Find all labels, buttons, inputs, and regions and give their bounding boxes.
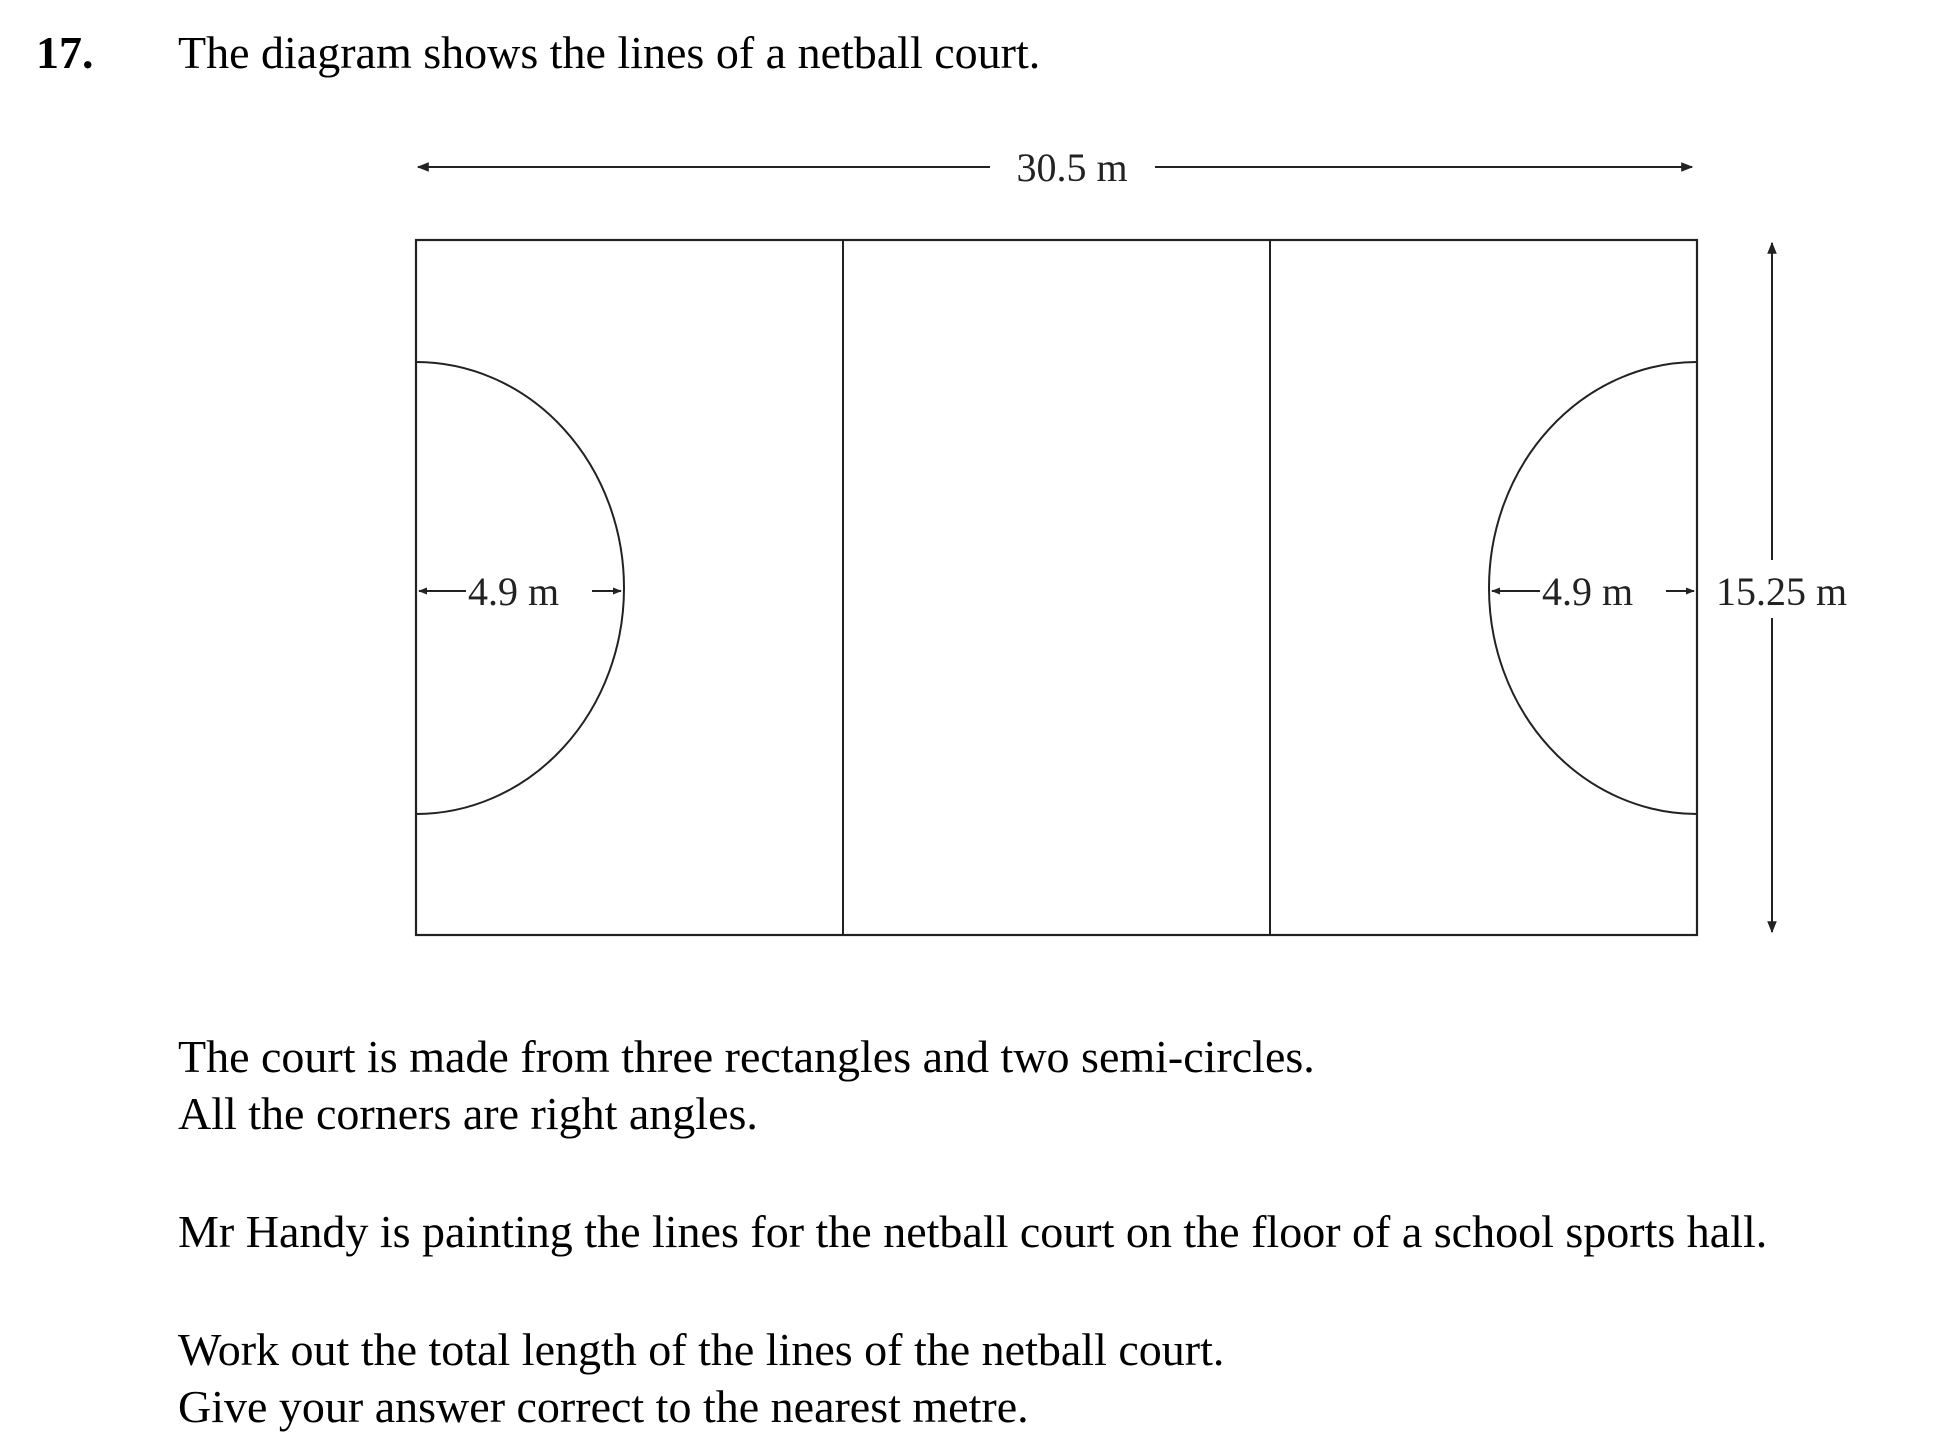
body-line-3: Mr Handy is painting the lines for the n…: [178, 1206, 1768, 1257]
left-semicircle: [415, 361, 625, 815]
length-dimension: 30.5 m: [416, 145, 1694, 190]
right-radius-label: 4.9 m: [1542, 569, 1633, 614]
right-radius-dimension: 4.9 m: [1491, 569, 1695, 614]
body-line-4: Work out the total length of the lines o…: [178, 1324, 1225, 1375]
length-label: 30.5 m: [1016, 145, 1127, 190]
court-outline: [414, 238, 1699, 937]
body-line-5: Give your answer correct to the nearest …: [178, 1381, 1029, 1432]
body-line-1: The court is made from three rectangles …: [178, 1031, 1315, 1082]
question-number: 17.: [36, 27, 94, 78]
left-radius-dimension: 4.9 m: [418, 569, 622, 614]
width-dimension: 15.25 m: [1716, 241, 1847, 934]
width-label: 15.25 m: [1716, 569, 1847, 614]
body-line-2: All the corners are right angles.: [178, 1088, 758, 1139]
right-semicircle: [1488, 361, 1698, 815]
question-intro: The diagram shows the lines of a netball…: [178, 27, 1041, 78]
left-radius-label: 4.9 m: [468, 569, 559, 614]
